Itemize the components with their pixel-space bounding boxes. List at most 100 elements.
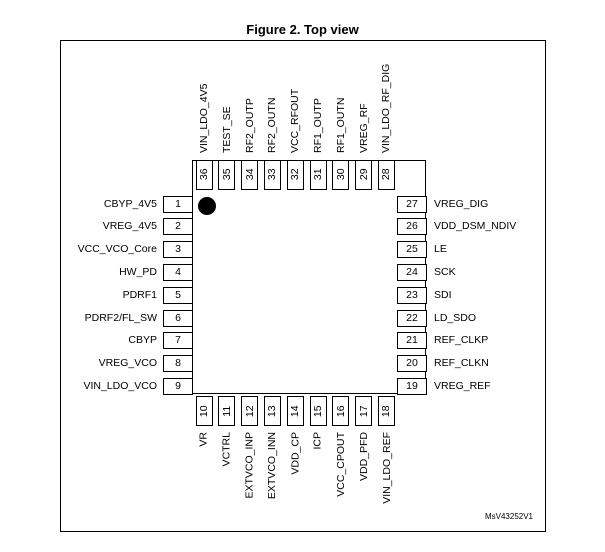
pin-label-14: VDD_CP	[289, 432, 302, 475]
pin-number-34: 34	[243, 168, 256, 181]
pin-box-36	[195, 160, 213, 190]
chip-body	[192, 160, 426, 394]
pin-box-21	[397, 332, 427, 350]
pin-label-2: VREG_4V5	[102, 220, 157, 233]
figure-frame	[60, 40, 546, 532]
pin-number-33: 33	[266, 168, 279, 181]
pin-number-7: 7	[175, 334, 181, 347]
pin-number-29: 29	[357, 168, 370, 181]
pin-label-26: VDD_DSM_NDIV	[434, 220, 517, 233]
pin-box-2	[163, 218, 193, 236]
pin-number-23: 23	[406, 288, 418, 301]
pin-label-10: VR	[198, 432, 210, 447]
pin-box-16	[332, 396, 350, 426]
pin-label-4: HW_PD	[119, 265, 157, 278]
pin-number-1: 1	[175, 197, 181, 210]
pin-number-8: 8	[175, 357, 181, 370]
pin-label-35: TEST_SE	[220, 106, 233, 153]
pin-label-36: VIN_LDO_4V5	[198, 83, 210, 153]
pin-box-22	[397, 309, 427, 327]
pin-number-36: 36	[197, 168, 210, 181]
pin-label-22: LD_SDO	[434, 311, 477, 324]
pin-box-3	[163, 241, 193, 259]
pin-box-15	[309, 396, 327, 426]
pin-number-19: 19	[406, 379, 418, 392]
pin-number-13: 13	[266, 405, 279, 418]
pin-box-6	[163, 309, 193, 327]
pin-number-12: 12	[243, 405, 256, 418]
pin-box-12	[241, 396, 259, 426]
pin-box-1	[163, 195, 193, 213]
pin-label-19: VREG_REF	[434, 379, 491, 392]
pin-box-35	[218, 160, 236, 190]
pin-label-21: REF_CLKP	[434, 334, 489, 347]
figure-reference: MsV43252V1	[484, 512, 533, 521]
pin-number-20: 20	[406, 357, 418, 370]
pin-box-14	[286, 396, 304, 426]
pin-box-11	[218, 396, 236, 426]
pin-label-31: RF1_OUTP	[312, 98, 324, 153]
pin-box-4	[163, 263, 193, 281]
pin-label-16: VCC_CPOUT	[334, 432, 347, 497]
pin-number-15: 15	[311, 405, 324, 418]
pin-label-17: VDD_PFD	[357, 432, 370, 482]
pin-box-28	[377, 160, 395, 190]
pin-label-18: VIN_LDO_REF	[380, 432, 393, 504]
figure-title: Figure 2. Top view	[246, 22, 359, 37]
pin-label-33: RF2_OUTN	[266, 97, 279, 153]
pin-number-6: 6	[175, 311, 181, 324]
pin-box-23	[397, 286, 427, 304]
pin-label-7: CBYP	[128, 334, 157, 347]
pin-label-24: SCK	[434, 265, 456, 278]
pin-label-6: PDRF2/FL_SW	[84, 311, 157, 324]
pin-box-24	[397, 263, 427, 281]
pin-box-31	[309, 160, 327, 190]
pin-box-13	[263, 396, 281, 426]
pin1-marker-dot	[198, 197, 216, 215]
pin-number-26: 26	[406, 220, 418, 233]
pin-box-26	[397, 218, 427, 236]
pin-label-32: VCC_RFOUT	[289, 88, 302, 153]
pin-number-11: 11	[220, 405, 233, 417]
pin-number-16: 16	[334, 405, 347, 418]
pin-box-10	[195, 396, 213, 426]
pin-box-7	[163, 332, 193, 350]
pin-number-22: 22	[406, 311, 418, 324]
pin-number-24: 24	[406, 265, 418, 278]
pin-number-25: 25	[406, 243, 418, 256]
pin-number-14: 14	[288, 405, 301, 418]
pin-number-32: 32	[288, 168, 301, 181]
pin-box-17	[355, 396, 373, 426]
pin-label-11: VCTRL	[220, 432, 233, 467]
pin-box-30	[332, 160, 350, 190]
pin-box-19	[397, 377, 427, 395]
pin-label-1: CBYP_4V5	[103, 197, 157, 210]
pin-label-28: VIN_LDO_RF_DIG	[380, 63, 393, 153]
pin-number-10: 10	[197, 405, 210, 418]
pin-label-27: VREG_DIG	[434, 197, 489, 210]
pin-number-2: 2	[175, 220, 181, 233]
pin-box-25	[397, 241, 427, 259]
pin-box-9	[163, 377, 193, 395]
pin-box-27	[397, 195, 427, 213]
pin-box-33	[263, 160, 281, 190]
pin-number-35: 35	[220, 168, 233, 181]
pin-number-17: 17	[357, 405, 370, 418]
pin-label-29: VREG_RF	[357, 103, 370, 153]
pin-number-31: 31	[311, 168, 324, 181]
pin-number-9: 9	[175, 379, 181, 392]
pin-label-30: RF1_OUTN	[334, 97, 347, 153]
pin-number-21: 21	[406, 334, 418, 347]
pin-number-30: 30	[334, 168, 347, 181]
pin-box-20	[397, 355, 427, 373]
pin-number-28: 28	[380, 168, 393, 181]
pin-label-23: SDI	[434, 288, 452, 301]
pin-label-8: VREG_VCO	[98, 357, 157, 370]
pin-number-3: 3	[175, 243, 181, 256]
pin-label-34: RF2_OUTP	[243, 98, 256, 153]
pin-box-8	[163, 355, 193, 373]
pin-number-4: 4	[175, 265, 181, 278]
pin-label-9: VIN_LDO_VCO	[83, 379, 157, 392]
pin-label-15: ICP	[312, 432, 324, 450]
pin-box-34	[241, 160, 259, 190]
